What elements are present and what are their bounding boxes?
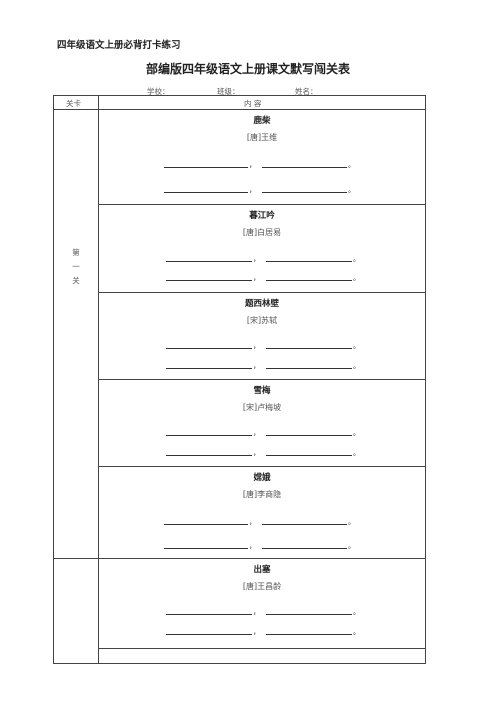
comma: ， — [253, 274, 260, 282]
col-content-header: 内 容 — [244, 99, 262, 108]
level-divider — [54, 558, 425, 559]
level-char: 关 — [72, 276, 80, 285]
period: 。 — [348, 186, 355, 194]
period: 。 — [353, 362, 360, 370]
period: 。 — [348, 542, 355, 550]
fill-blank[interactable] — [266, 427, 352, 436]
page-header-title: 四年级语文上册必背打卡练习 — [57, 40, 181, 51]
school-label: 学校： — [147, 87, 170, 96]
poem-title: 暮江吟 — [249, 211, 275, 221]
comma: ， — [253, 255, 260, 263]
period: 。 — [348, 518, 355, 526]
fill-blank[interactable] — [166, 626, 252, 635]
period: 。 — [353, 274, 360, 282]
comma: ， — [249, 186, 256, 194]
level-one-label: 第 一 关 — [54, 246, 98, 288]
poem-author: [唐]李商隐 — [242, 490, 282, 499]
comma: ， — [253, 429, 260, 437]
fill-blank[interactable] — [166, 272, 252, 281]
fill-blank[interactable] — [262, 540, 347, 549]
poem-block: 鹿柴 [唐]王维 ， 。 ， 。 — [99, 110, 425, 204]
fill-blank[interactable] — [166, 253, 252, 262]
fill-blank[interactable] — [262, 184, 347, 193]
period: 。 — [353, 628, 360, 636]
fill-blank[interactable] — [262, 516, 347, 525]
fill-blank[interactable] — [166, 340, 252, 349]
col-level-header: 关卡 — [66, 99, 81, 108]
poem-author: [宋]卢梅坡 — [242, 403, 282, 412]
header-divider — [54, 109, 425, 110]
fill-blank[interactable] — [166, 447, 252, 456]
class-label: 班级： — [217, 87, 240, 96]
poem-author: [唐]王昌龄 — [242, 582, 282, 591]
fill-blank[interactable] — [164, 540, 248, 549]
row-divider — [99, 379, 425, 380]
fill-blank[interactable] — [266, 253, 352, 262]
period: 。 — [353, 608, 360, 616]
comma: ， — [253, 628, 260, 636]
comma: ， — [253, 449, 260, 457]
fill-blank[interactable] — [266, 447, 352, 456]
row-divider — [99, 466, 425, 467]
fill-blank[interactable] — [164, 159, 248, 168]
fill-blank[interactable] — [266, 606, 352, 615]
period: 。 — [353, 342, 360, 350]
comma: ， — [249, 518, 256, 526]
comma: ， — [253, 342, 260, 350]
row-divider — [99, 292, 425, 293]
row-divider — [99, 204, 425, 205]
fill-blank[interactable] — [166, 606, 252, 615]
name-label: 姓名： — [295, 87, 318, 96]
poem-block: 题西林壁 [宋]苏轼 ， 。 ， 。 — [99, 293, 425, 379]
poem-block: 嫦娥 [唐]李商隐 ， 。 ， 。 — [99, 467, 425, 558]
page-title: 部编版四年级语文上册课文默写闯关表 — [145, 62, 350, 76]
column-divider — [98, 96, 99, 663]
dictation-table: 关卡 内 容 第 一 关 鹿柴 [唐]王维 ， 。 ， 。 暮江吟 [唐]白居易… — [53, 95, 426, 664]
poem-block: 出塞 [唐]王昌龄 ， 。 ， 。 — [99, 559, 425, 648]
poem-title: 嫦娥 — [253, 473, 271, 483]
period: 。 — [353, 429, 360, 437]
level-char: 一 — [72, 262, 80, 271]
poem-title: 题西林壁 — [244, 299, 279, 309]
poem-title: 雪梅 — [253, 386, 271, 396]
comma: ， — [253, 362, 260, 370]
poem-title: 出塞 — [253, 565, 271, 575]
poem-author: [唐]王维 — [246, 133, 278, 142]
poem-title: 鹿柴 — [253, 116, 271, 126]
poem-author: [宋]苏轼 — [246, 316, 278, 325]
poem-block: 雪梅 [宋]卢梅坡 ， 。 ， 。 — [99, 380, 425, 466]
fill-blank[interactable] — [262, 159, 347, 168]
period: 。 — [353, 255, 360, 263]
fill-blank[interactable] — [266, 626, 352, 635]
fill-blank[interactable] — [266, 360, 352, 369]
fill-blank[interactable] — [166, 427, 252, 436]
fill-blank[interactable] — [166, 360, 252, 369]
comma: ， — [249, 542, 256, 550]
fill-blank[interactable] — [164, 516, 248, 525]
fill-blank[interactable] — [266, 272, 352, 281]
fill-blank[interactable] — [266, 340, 352, 349]
comma: ， — [249, 161, 256, 169]
row-divider — [99, 648, 425, 649]
level-char: 第 — [72, 248, 80, 257]
comma: ， — [253, 608, 260, 616]
period: 。 — [353, 449, 360, 457]
fill-blank[interactable] — [164, 184, 248, 193]
period: 。 — [348, 161, 355, 169]
poem-author: [唐]白居易 — [242, 228, 282, 237]
poem-block: 暮江吟 [唐]白居易 ， 。 ， 。 — [99, 205, 425, 292]
